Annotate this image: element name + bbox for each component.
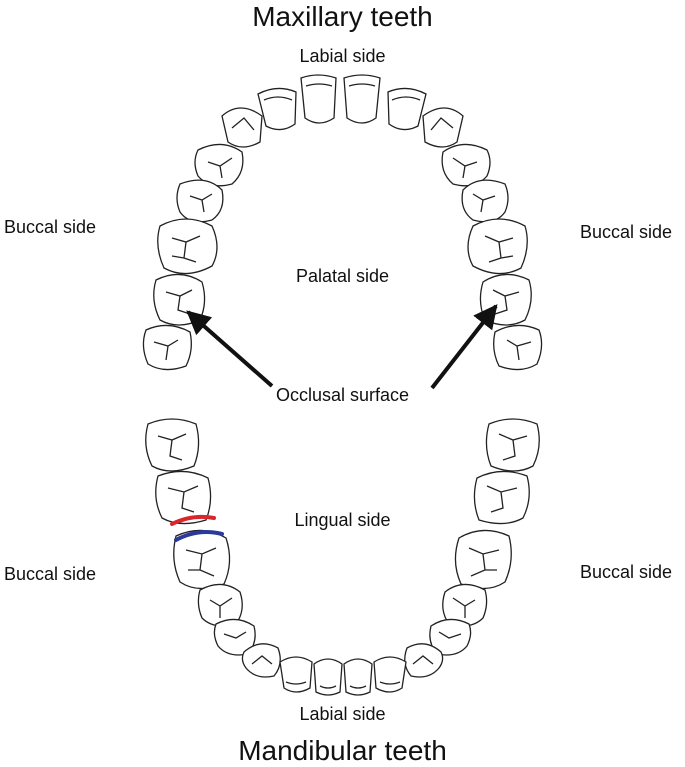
labial-side-bottom: Labial side — [299, 704, 386, 724]
arrow-right — [430, 304, 498, 390]
upper-central-incisor-left — [300, 74, 337, 124]
upper-first-molar-left — [157, 218, 218, 275]
mandibular-arch — [145, 418, 540, 696]
mandibular-title: Mandibular teeth — [238, 735, 447, 766]
upper-first-molar-right — [467, 218, 528, 275]
buccal-side-upper-right: Buccal side — [580, 222, 673, 242]
lower-lateral-incisor-right — [373, 656, 407, 693]
buccal-side-lower-right: Buccal side — [580, 562, 673, 582]
palatal-side-label: Palatal side — [295, 266, 390, 286]
upper-lateral-incisor-left — [257, 87, 297, 131]
lower-canine-right — [404, 643, 444, 678]
upper-canine-left — [221, 107, 263, 148]
buccal-side-lower-left: Buccal side — [4, 564, 97, 584]
labial-side-top: Labial side — [299, 46, 386, 66]
upper-second-premolar-left — [176, 179, 224, 223]
lower-lateral-incisor-left — [279, 656, 313, 693]
maxillary-title: Maxillary teeth — [252, 1, 433, 32]
lower-central-incisor-right — [343, 658, 373, 696]
lower-third-molar-right — [485, 418, 540, 472]
upper-second-premolar-right — [461, 179, 509, 223]
buccal-side-upper-left: Buccal side — [4, 217, 97, 237]
maxillary-arch — [142, 74, 543, 371]
occlusal-surface-label: Occlusal surface — [275, 385, 410, 405]
lower-central-incisor-left — [313, 658, 343, 696]
lower-canine-left — [241, 643, 281, 678]
lingual-side-label: Lingual side — [294, 510, 391, 530]
arrow-left — [186, 310, 274, 388]
upper-canine-right — [422, 107, 464, 148]
contact-line-red — [170, 514, 216, 526]
lower-third-molar-left — [145, 418, 200, 472]
upper-central-incisor-right — [343, 74, 381, 124]
contact-line-blue — [174, 530, 224, 542]
upper-lateral-incisor-right — [387, 87, 427, 131]
